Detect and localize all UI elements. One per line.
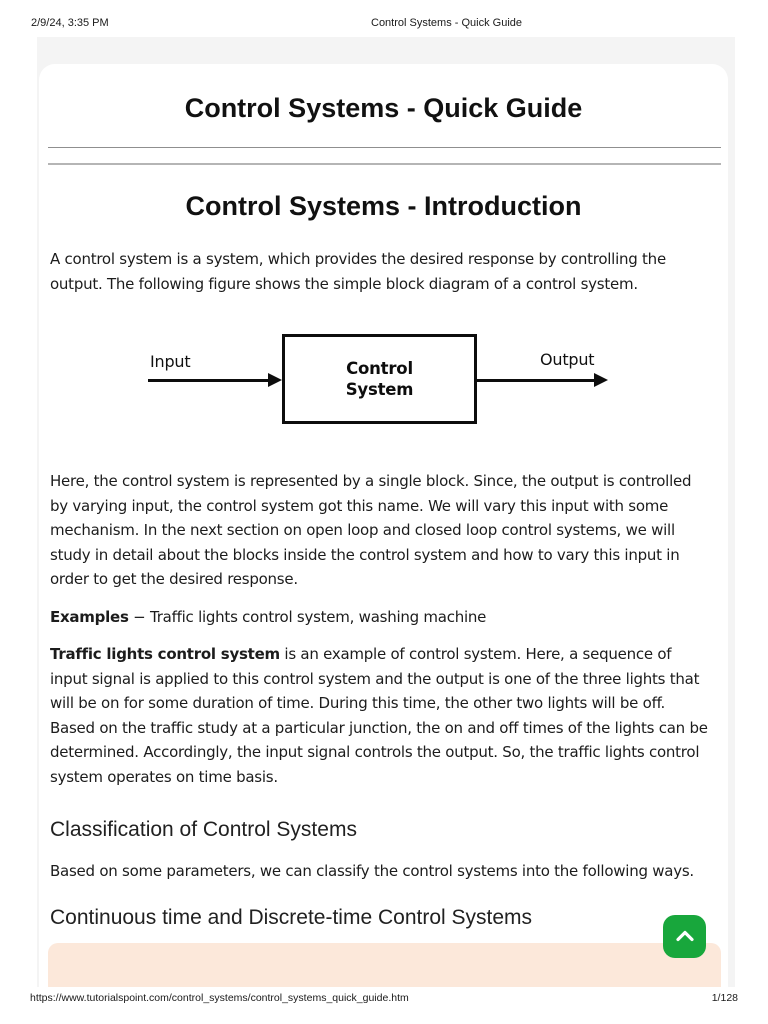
classification-paragraph: Based on some parameters, we can classif… (50, 862, 694, 880)
print-document-title: Control Systems - Quick Guide (371, 17, 522, 29)
note-box (48, 942, 721, 987)
diagram-output-label: Output (540, 350, 595, 369)
diagram-input-label: Input (150, 352, 191, 371)
examples-lead: Examples (50, 607, 129, 626)
horizontal-rule (48, 147, 721, 148)
examples-text: − Traffic lights control system, washing… (128, 607, 487, 626)
print-page-number: 1/128 (711, 992, 738, 1004)
examples-paragraph: Examples − Traffic lights control system… (50, 605, 710, 630)
control-system-block: Control System (282, 334, 477, 424)
output-arrow (477, 379, 595, 382)
scroll-to-top-button[interactable] (663, 915, 706, 958)
output-arrowhead-icon (594, 373, 608, 387)
chapter-title: Control Systems - Introduction (185, 191, 582, 221)
classification-heading: Classification of Control Systems (50, 818, 357, 841)
continuous-discrete-heading: Continuous time and Discrete-time Contro… (50, 905, 533, 929)
traffic-text: is an example of control system. Here, a… (50, 645, 708, 786)
print-url: https://www.tutorialspoint.com/control_s… (30, 992, 409, 1004)
content-card: Control Systems - Quick Guide Control Sy… (39, 64, 728, 987)
traffic-lights-paragraph: Traffic lights control system is an exam… (50, 642, 710, 789)
intro-paragraph: A control system is a system, which prov… (50, 250, 666, 293)
horizontal-rule (48, 163, 721, 165)
print-timestamp: 2/9/24, 3:35 PM (31, 17, 109, 29)
input-arrowhead-icon (268, 373, 282, 387)
block-label-line2: System (345, 380, 414, 399)
block-label-line1: Control (346, 359, 413, 378)
traffic-lead: Traffic lights control system (50, 645, 280, 663)
explanation-paragraph: Here, the control system is represented … (50, 472, 692, 588)
page-title: Control Systems - Quick Guide (184, 93, 583, 123)
input-arrow (148, 379, 270, 382)
control-system-block-diagram: Input Control System Output (148, 334, 610, 424)
chevron-up-icon (675, 930, 694, 941)
webpage-capture: Control Systems - Quick Guide Control Sy… (37, 37, 735, 987)
